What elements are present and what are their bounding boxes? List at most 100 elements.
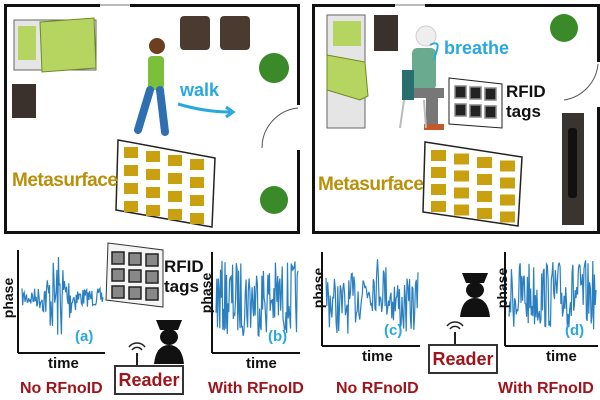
- metasurface-patch: [431, 167, 446, 178]
- spy-icon: [154, 320, 184, 364]
- time-axis-label: time: [362, 348, 393, 365]
- metasurface-patch: [168, 173, 182, 184]
- rfid-tag-icon: [484, 105, 497, 119]
- time-axis-label: time: [546, 348, 577, 365]
- plot-tag: (b): [268, 328, 288, 345]
- walk-label: walk: [180, 80, 220, 100]
- phase-axis-label: phase: [494, 267, 511, 309]
- time-axis-label: time: [246, 355, 277, 372]
- plot-tag: (c): [384, 322, 403, 339]
- plot-tag: (d): [565, 322, 585, 339]
- bed-icon: [326, 14, 369, 129]
- spy-icon: [460, 273, 490, 317]
- metasurface-patch: [190, 177, 204, 188]
- caption: With RFnoID: [498, 380, 594, 397]
- door-icon: [261, 107, 299, 149]
- metasurface-patch: [168, 191, 182, 202]
- metasurface-patch: [168, 209, 182, 220]
- reader-box: Reader: [428, 344, 498, 374]
- rfid-tag-icon: [145, 253, 159, 267]
- metasurface-patch: [477, 157, 492, 168]
- metasurface-patch: [454, 170, 469, 182]
- rfid-tag-icon: [111, 251, 125, 265]
- caption: No RFnoID: [20, 380, 103, 397]
- rfid-tag-icon: [128, 286, 142, 300]
- metasurface-patch: [477, 191, 492, 202]
- phase-signal-line: [21, 256, 104, 335]
- nightstand-icon: [374, 15, 398, 51]
- caption: With RFnoID: [208, 380, 304, 397]
- plant-icon: [550, 14, 578, 42]
- metasurface-patch: [124, 201, 138, 212]
- rfid-tag-icon: [454, 85, 467, 99]
- metasurface-patch: [124, 165, 138, 176]
- metasurface-patch: [454, 204, 469, 216]
- elderly-person-icon: [412, 25, 444, 130]
- metasurface-patch: [124, 183, 138, 194]
- metasurface-patch: [146, 187, 160, 198]
- right-room: [312, 4, 600, 234]
- metasurface-patch: [146, 169, 160, 180]
- time-axis-label: time: [48, 355, 79, 372]
- metasurface-patch: [500, 177, 515, 189]
- rfid-tag-icon: [128, 269, 142, 283]
- metasurface: [115, 139, 216, 228]
- rfid-label: tags: [164, 277, 199, 296]
- rfid-tag-panel: [448, 77, 503, 129]
- rfid-label: RFID: [164, 257, 204, 276]
- metasurface-patch: [500, 194, 515, 206]
- metasurface-patch: [454, 187, 469, 199]
- breathe-label: breathe: [444, 38, 510, 58]
- metasurface-label: Metasurface: [318, 174, 424, 195]
- metasurface-patch: [500, 160, 515, 172]
- rfid-label: RFID: [506, 82, 546, 101]
- chair-icon: [399, 70, 427, 129]
- metasurface-patch: [454, 153, 469, 165]
- metasurface: [422, 141, 523, 227]
- phase-signal-line: [508, 260, 597, 330]
- phase-signal-line: [215, 260, 299, 338]
- rfid-tag-icon: [128, 252, 142, 266]
- phase-signal-line: [325, 259, 419, 334]
- rfid-tag-icon: [145, 287, 159, 301]
- metasurface-label: Metasurface: [12, 170, 118, 191]
- plant-icon: [260, 186, 288, 214]
- armchair-icon: [180, 16, 250, 50]
- metasurface-patch: [168, 155, 182, 166]
- metasurface-patch: [477, 174, 492, 185]
- metasurface-patch: [500, 211, 515, 223]
- phase-axis-label: phase: [310, 267, 327, 309]
- metasurface-patch: [146, 205, 160, 216]
- rfid-tag-icon: [469, 104, 482, 118]
- metasurface-patch: [190, 195, 204, 206]
- metasurface-patch: [431, 184, 446, 195]
- metasurface-patch: [190, 213, 204, 224]
- caption: No RFnoID: [336, 380, 419, 397]
- rfid-tag-panel: [105, 242, 164, 308]
- rfid-tag-icon: [145, 270, 159, 284]
- rfid-tag-icon: [484, 87, 497, 101]
- metasurface-patch: [477, 208, 492, 219]
- metasurface-patch: [146, 151, 160, 162]
- rfid-tag-icon: [111, 268, 125, 282]
- rfid-tag-icon: [111, 285, 125, 299]
- bed-icon: [13, 17, 97, 73]
- metasurface-patch: [431, 150, 446, 161]
- plant-icon: [259, 53, 289, 83]
- antenna-icon: [446, 321, 464, 345]
- metasurface-patch: [431, 201, 446, 212]
- person-walking-icon: [134, 38, 169, 136]
- reader-box: Reader: [114, 365, 184, 395]
- phase-axis-label: phase: [0, 277, 17, 319]
- tv-icon: [562, 113, 584, 225]
- rfid-label: tags: [506, 102, 541, 121]
- metasurface-patch: [124, 147, 138, 158]
- rfid-tag-icon: [469, 86, 482, 100]
- door-icon: [563, 63, 599, 101]
- rfid-tag-icon: [454, 103, 467, 117]
- metasurface-patch: [190, 159, 204, 170]
- antenna-icon: [128, 342, 146, 366]
- nightstand-icon: [12, 84, 36, 118]
- plot-tag: (a): [75, 328, 94, 345]
